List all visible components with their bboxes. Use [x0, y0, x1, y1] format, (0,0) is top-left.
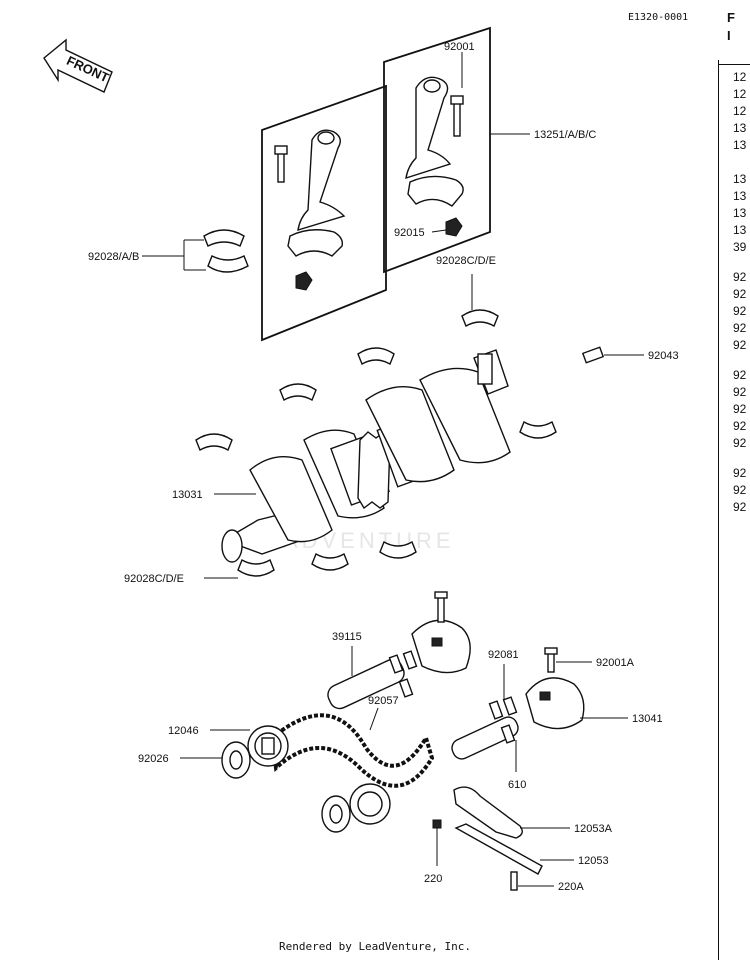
callout-12053: 12053 — [578, 855, 609, 867]
callout-92015: 92015 — [394, 227, 425, 239]
balancer-shaft-39115 — [327, 658, 405, 710]
footer: Rendered by LeadVenture, Inc. — [278, 940, 472, 953]
callout-220: 220 — [424, 873, 442, 885]
parts-list-item: 13 — [733, 206, 747, 220]
callout-39115: 39115 — [332, 631, 362, 643]
callout-92057: 92057 — [368, 695, 399, 707]
parts-list-column: F I 12 12 12 13 13 13 13 13 13 39 92 92 92 92 92 92 92 92… — [718, 10, 750, 960]
main-bearing-shells — [195, 309, 557, 577]
parts-list-item: 92 — [733, 304, 747, 318]
callout-92028cde-top: 92028C/D/E — [436, 255, 496, 267]
callout-92043: 92043 — [648, 350, 679, 362]
chain-guide-12053 — [454, 823, 543, 875]
parts-list-rule — [718, 64, 750, 65]
parts-list-item: 12 — [733, 70, 747, 84]
callout-92026: 92026 — [138, 753, 169, 765]
parts-list-item: 13 — [733, 138, 747, 152]
conrod-box-right — [383, 26, 491, 274]
balancer-sprocket — [321, 783, 391, 833]
bolt-220a — [510, 871, 518, 891]
bolt-220 — [432, 819, 442, 829]
callout-220a: 220A — [558, 881, 584, 893]
callout-13041: 13041 — [632, 713, 663, 725]
spring-pins-right — [488, 696, 518, 744]
callout-92028cde-bot: 92028C/D/E — [124, 573, 184, 585]
parts-list-item: 92 — [733, 466, 747, 480]
callout-92028ab: 92028/A/B — [88, 251, 139, 263]
parts-list-item: 12 — [733, 87, 747, 101]
bearing-shell-pair — [203, 229, 249, 273]
front-arrow-icon: FRONT — [43, 38, 113, 93]
callout-92081: 92081 — [488, 649, 519, 661]
parts-list-item: 92 — [733, 419, 747, 433]
washer — [221, 741, 251, 779]
callout-12053a: 12053A — [574, 823, 613, 835]
connecting-rod-left — [274, 129, 346, 291]
callout-12046: 12046 — [168, 725, 199, 737]
parts-list-item: 39 — [733, 240, 747, 254]
parts-list-item: 12 — [733, 104, 747, 118]
parts-list-item: 92 — [733, 436, 747, 450]
parts-list-item: 92 — [733, 368, 747, 382]
diagram-code: E1320-0001 — [628, 12, 689, 23]
balancer-weight-upper — [411, 591, 471, 674]
parts-list-item: 13 — [733, 121, 747, 135]
callout-610: 610 — [508, 779, 526, 791]
parts-list-item: 92 — [733, 270, 747, 284]
callout-13031: 13031 — [172, 489, 203, 501]
parts-list-header: F — [727, 10, 735, 25]
parts-list-item: 92 — [733, 385, 747, 399]
callout-13251: 13251/A/B/C — [534, 129, 596, 141]
callout-92001a: 92001A — [596, 657, 635, 669]
crank-sprocket — [247, 725, 289, 767]
parts-list-item: 13 — [733, 223, 747, 237]
parts-list-item: 92 — [733, 338, 747, 352]
parts-list-item: 92 — [733, 483, 747, 497]
balancer-chain — [269, 713, 435, 788]
parts-list-item: 13 — [733, 172, 747, 186]
parts-list-subheader: I — [727, 28, 731, 43]
conrod-box-left — [261, 84, 387, 342]
parts-list-item: 92 — [733, 287, 747, 301]
parts-list-item: 92 — [733, 402, 747, 416]
parts-list-item: 92 — [733, 500, 747, 514]
chain-guide-12053a — [453, 786, 523, 839]
balancer-weight-right — [525, 647, 585, 730]
leader-lines — [142, 52, 644, 887]
connecting-rod-right — [405, 76, 464, 237]
dowel-pin — [581, 346, 605, 364]
spring-pins-left — [388, 650, 418, 698]
parts-list-item: 92 — [733, 321, 747, 335]
parts-list-item: 13 — [733, 189, 747, 203]
callout-92001: 92001 — [444, 41, 475, 53]
crankshaft — [221, 349, 511, 563]
